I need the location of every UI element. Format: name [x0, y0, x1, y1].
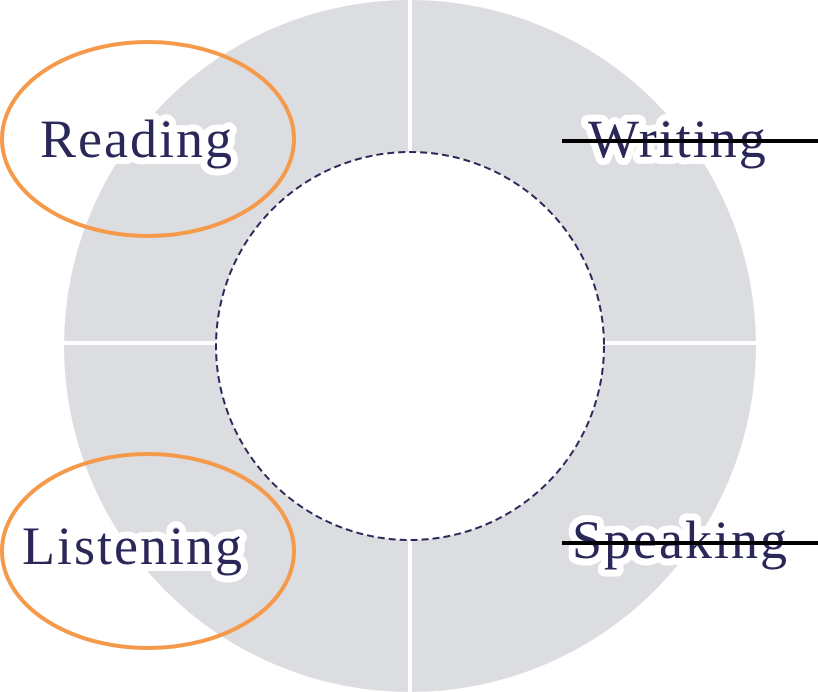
highlight-ellipse-reading [0, 40, 296, 238]
highlight-ellipse-listening [0, 452, 296, 650]
ring-band [64, 0, 756, 692]
label-speaking: Speaking [572, 510, 789, 570]
label-reading: Reading [40, 109, 234, 169]
label-listening: Listening [22, 516, 244, 576]
inner-dashed-circle [215, 151, 605, 541]
